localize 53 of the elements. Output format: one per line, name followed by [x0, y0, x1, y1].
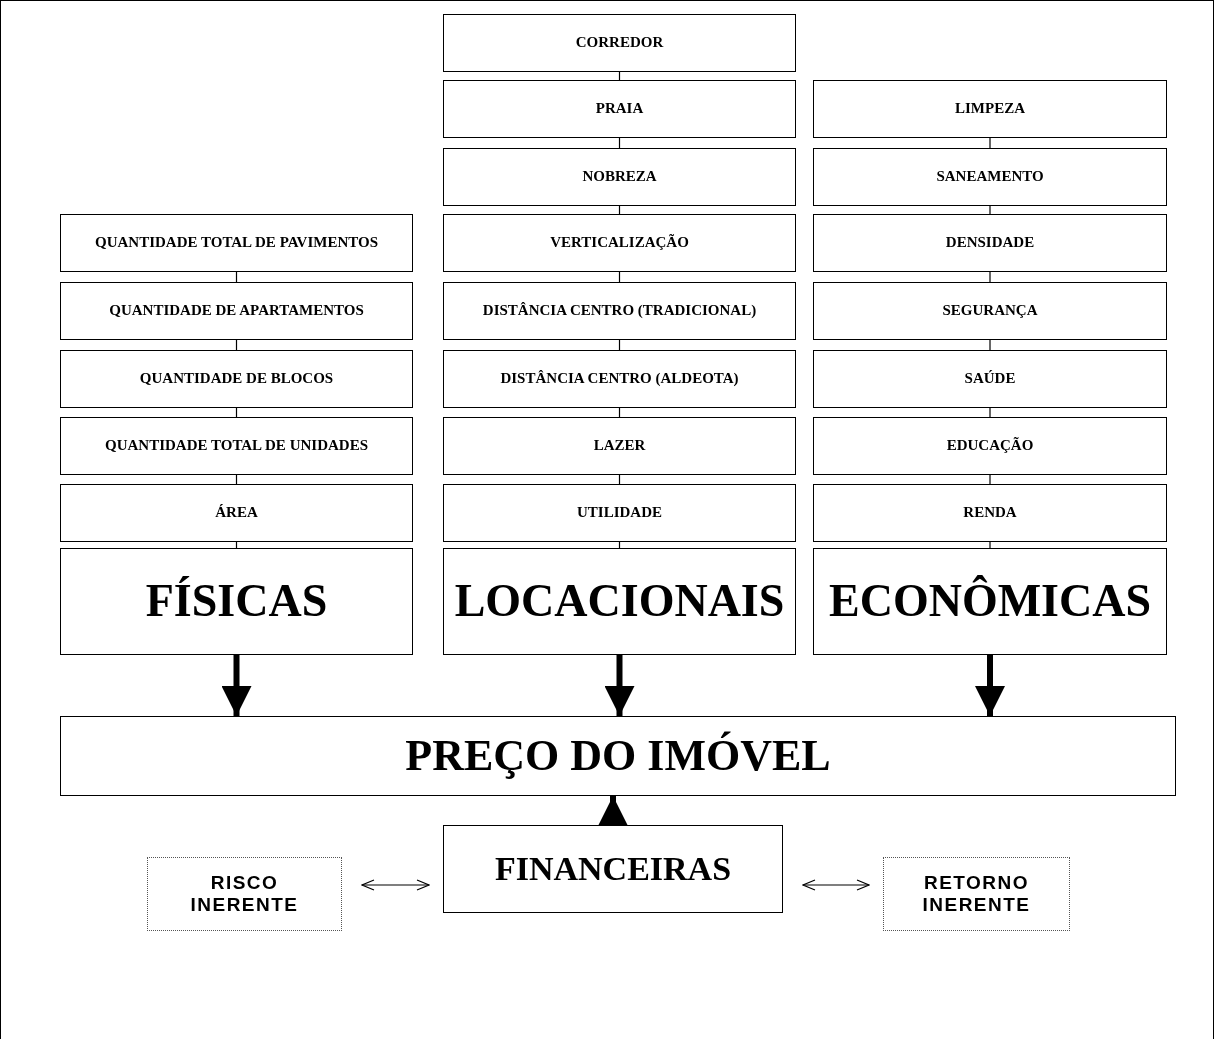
- connector-line: [235, 271, 238, 283]
- factor-box: ÁREA: [60, 484, 413, 542]
- dotted-box: RETORNO INERENTE: [883, 857, 1070, 931]
- factor-box: NOBREZA: [443, 148, 796, 206]
- factor-box: DISTÂNCIA CENTRO (TRADICIONAL): [443, 282, 796, 340]
- factor-box: CORREDOR: [443, 14, 796, 72]
- connector-line: [235, 474, 238, 485]
- factor-box: DENSIDADE: [813, 214, 1167, 272]
- category-box: LOCACIONAIS: [443, 548, 796, 655]
- factor-box: SAÚDE: [813, 350, 1167, 408]
- arrow: [604, 655, 635, 716]
- factor-box: RENDA: [813, 484, 1167, 542]
- arrow: [802, 879, 870, 891]
- factor-box: LAZER: [443, 417, 796, 475]
- factor-box: LIMPEZA: [813, 80, 1167, 138]
- connector-line: [989, 205, 991, 215]
- factor-box: QUANTIDADE DE BLOCOS: [60, 350, 413, 408]
- arrow: [221, 655, 252, 716]
- connector-line: [235, 541, 238, 549]
- connector-line: [989, 271, 991, 283]
- factor-box: SANEAMENTO: [813, 148, 1167, 206]
- connector-line: [618, 71, 621, 81]
- arrow: [361, 879, 430, 891]
- category-box: FINANCEIRAS: [443, 825, 783, 913]
- category-box: FÍSICAS: [60, 548, 413, 655]
- price-box: PREÇO DO IMÓVEL: [60, 716, 1176, 796]
- factor-box: VERTICALIZAÇÃO: [443, 214, 796, 272]
- connector-line: [618, 339, 621, 351]
- connector-line: [235, 339, 238, 351]
- connector-line: [989, 407, 991, 418]
- factor-box: SEGURANÇA: [813, 282, 1167, 340]
- connector-line: [618, 137, 621, 149]
- connector-line: [618, 474, 621, 485]
- factor-box: DISTÂNCIA CENTRO (ALDEOTA): [443, 350, 796, 408]
- connector-line: [989, 541, 991, 549]
- factor-box: PRAIA: [443, 80, 796, 138]
- arrow: [598, 796, 628, 826]
- factor-box: QUANTIDADE TOTAL DE UNIDADES: [60, 417, 413, 475]
- connector-line: [235, 407, 238, 418]
- connector-line: [618, 407, 621, 418]
- connector-line: [618, 541, 621, 549]
- factor-box: UTILIDADE: [443, 484, 796, 542]
- connector-line: [989, 339, 991, 351]
- factor-box: QUANTIDADE DE APARTAMENTOS: [60, 282, 413, 340]
- dotted-box: RISCO INERENTE: [147, 857, 342, 931]
- connector-line: [618, 205, 621, 215]
- connector-line: [618, 271, 621, 283]
- arrow: [975, 655, 1005, 716]
- connector-line: [989, 137, 991, 149]
- connector-line: [989, 474, 991, 485]
- factor-box: QUANTIDADE TOTAL DE PAVIMENTOS: [60, 214, 413, 272]
- category-box: ECONÔMICAS: [813, 548, 1167, 655]
- factor-box: EDUCAÇÃO: [813, 417, 1167, 475]
